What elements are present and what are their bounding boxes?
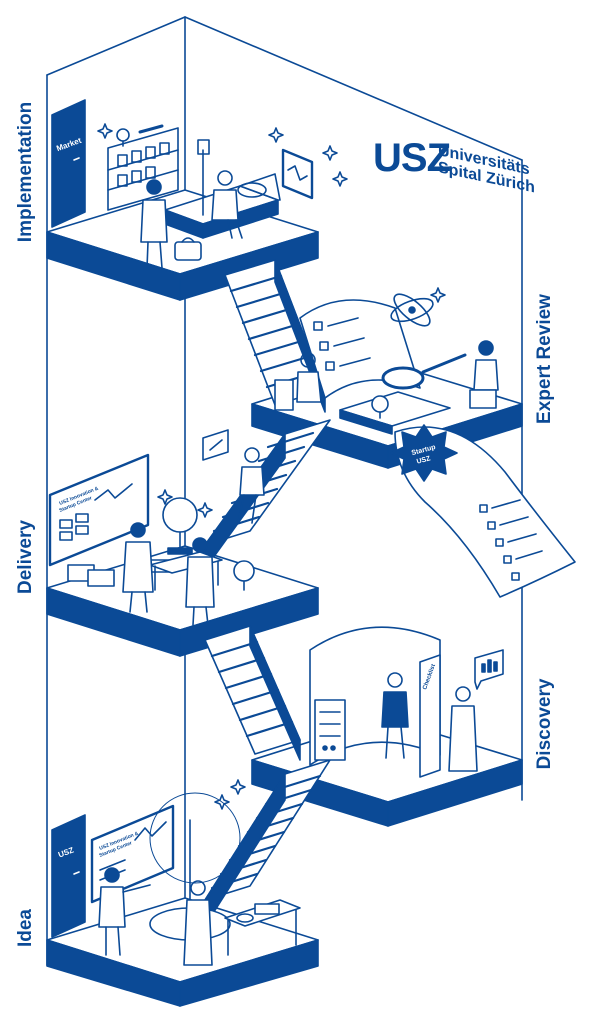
tools-speech-bubble-icon [202, 429, 229, 461]
sparkle-icons [97, 123, 446, 810]
staircase-delivery-to-expert-review [204, 419, 331, 570]
iv-stand [197, 139, 210, 216]
patient-figure [211, 170, 243, 239]
startup-badge-icon [390, 424, 458, 482]
bar-chart-speech-bubble-icon [474, 649, 504, 690]
idea-listener-figure [183, 880, 213, 966]
delivery-worker-right [185, 537, 215, 626]
discovery-person-right [448, 686, 478, 772]
delivery-worker-left [122, 522, 154, 613]
delivery-lightbulb-small-icon [233, 560, 255, 591]
doctor-figure [140, 179, 168, 269]
staircase-discovery-to-delivery [204, 625, 301, 761]
stage-label-discovery: Discovery [534, 678, 555, 770]
wall-monitor [281, 148, 314, 200]
atom-icon [390, 293, 434, 327]
seated-stair-person [237, 447, 265, 524]
discovery-cylinder-board [309, 626, 441, 778]
stage-label-delivery: Delivery [15, 520, 36, 594]
innovation-whiteboard [48, 453, 150, 567]
stage-label-expert-review: Expert Review [534, 294, 555, 424]
lightbulb-icon [371, 395, 389, 419]
reviewer-right-figure [469, 340, 499, 409]
medical-bag [174, 237, 202, 261]
magnifier-icon [381, 353, 467, 390]
delivery-lightbulb-large-icon [162, 497, 198, 555]
stage-label-implementation: Implementation [15, 101, 36, 243]
market-door [51, 99, 86, 228]
idea-presenter-figure [98, 867, 151, 956]
usz-door [51, 814, 86, 938]
building-frame [46, 16, 523, 966]
stage-label-idea: Idea [15, 908, 36, 948]
discovery-person-front [381, 672, 409, 759]
badge-line2-text: USZ [416, 455, 432, 466]
usz-logo-mark: USZ [373, 136, 451, 180]
idea-side-table [224, 899, 301, 956]
reviewer-left-figure [274, 352, 322, 411]
